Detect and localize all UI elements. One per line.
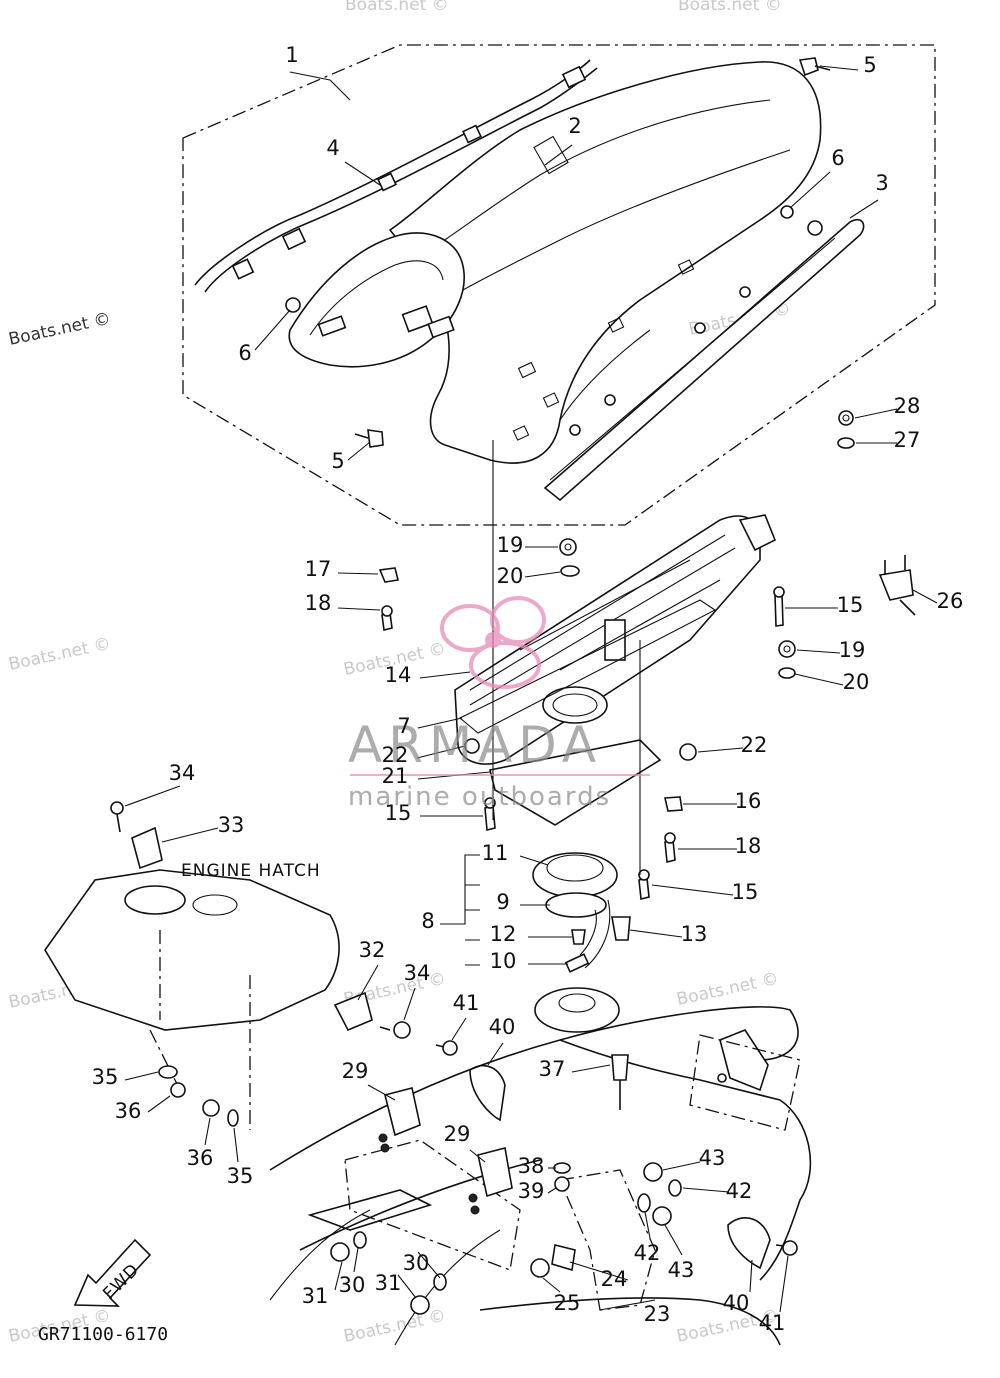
callout-32: 32 [359,938,386,962]
leader-lines [124,65,938,1313]
watermark-text: Boats.net © [7,309,113,350]
callout-18: 18 [305,591,332,615]
callout-20: 20 [497,564,524,588]
callout-12: 12 [490,922,517,946]
callout-7: 7 [397,714,410,738]
brand-name: ARMADA [348,716,602,774]
side-rail [543,218,865,502]
callout-42: 42 [726,1179,753,1203]
watermark-text: Boats.net © [678,0,782,15]
callout-38: 38 [518,1154,545,1178]
callout-36: 36 [115,1099,142,1123]
callout-14: 14 [385,663,412,687]
callout-15: 15 [837,593,864,617]
callout-8: 8 [421,909,434,933]
callout-9: 9 [496,890,509,914]
brand-tagline: marine outboards [348,782,611,812]
callout-21: 21 [382,764,409,788]
callout-27: 27 [894,428,921,452]
seat-base [454,514,777,765]
callout-19: 19 [839,638,866,662]
gasket [458,599,717,734]
brand-watermark: ARMADA marine outboards [348,596,650,812]
callout-40: 40 [489,1015,516,1039]
callout-15: 15 [732,880,759,904]
callout-41: 41 [759,1311,786,1335]
watermark-text: Boats.net © [345,0,449,15]
callout-22: 22 [382,743,409,767]
callout-36: 36 [187,1146,214,1170]
seat-plate [489,739,662,826]
hatch-hardware [110,801,506,1127]
seat-assembly-boundary [182,44,936,526]
fasteners [378,410,855,900]
callout-19: 19 [497,533,524,557]
callout-24: 24 [601,1267,628,1291]
callout-42: 42 [634,1241,661,1265]
callout-34: 34 [404,961,431,985]
callout-43: 43 [668,1258,695,1282]
callout-6: 6 [238,341,251,365]
watermark-text: Boats.net © [342,1306,448,1347]
callout-4: 4 [326,136,339,160]
engine-hatch: ENGINE HATCH [44,861,340,1130]
watermark-text: Boats.net © [675,969,781,1010]
callout-23: 23 [644,1302,671,1326]
callout-26: 26 [937,589,964,613]
brand-logo-icon [440,596,546,689]
callout-30: 30 [339,1273,366,1297]
callout-22: 22 [741,733,768,757]
callout-5: 5 [331,449,344,473]
deck-hardware [330,1054,798,1315]
engine-hatch-label: ENGINE HATCH [181,861,321,881]
seat [288,61,822,464]
callout-34: 34 [169,761,196,785]
callout-37: 37 [539,1057,566,1081]
callout-17: 17 [305,557,332,581]
callout-13: 13 [681,922,708,946]
callout-35: 35 [227,1164,254,1188]
callout-10: 10 [490,949,517,973]
callout-43: 43 [699,1146,726,1170]
washer-6 [285,297,301,313]
filler-cap [532,852,631,1033]
callout-1: 1 [285,43,298,67]
watermark-text: Boats.net © [7,634,113,675]
callout-40: 40 [723,1291,750,1315]
callout-11: 11 [482,841,509,865]
callout-16: 16 [735,789,762,813]
callout-5: 5 [863,53,876,77]
callout-39: 39 [518,1179,545,1203]
callout-29: 29 [444,1122,471,1146]
callout-30: 30 [403,1251,430,1275]
diagram-code: GR71100-6170 [38,1324,168,1345]
callout-28: 28 [894,394,921,418]
callout-18: 18 [735,834,762,858]
callout-31: 31 [375,1271,402,1295]
washer-6 [780,205,794,219]
callout-3: 3 [875,171,888,195]
callout-15: 15 [385,801,412,825]
callout-2: 2 [568,114,581,138]
seat-cable [194,59,598,293]
bracket-26 [878,555,916,616]
callout-6: 6 [831,146,844,170]
callout-41: 41 [453,991,480,1015]
callout-31: 31 [302,1284,329,1308]
callout-29: 29 [342,1059,369,1083]
callout-33: 33 [218,813,245,837]
callout-20: 20 [843,670,870,694]
fwd-arrow-icon: FWD [73,1238,152,1307]
callout-25: 25 [554,1291,581,1315]
callout-35: 35 [92,1065,119,1089]
bolt-5 [354,57,831,448]
